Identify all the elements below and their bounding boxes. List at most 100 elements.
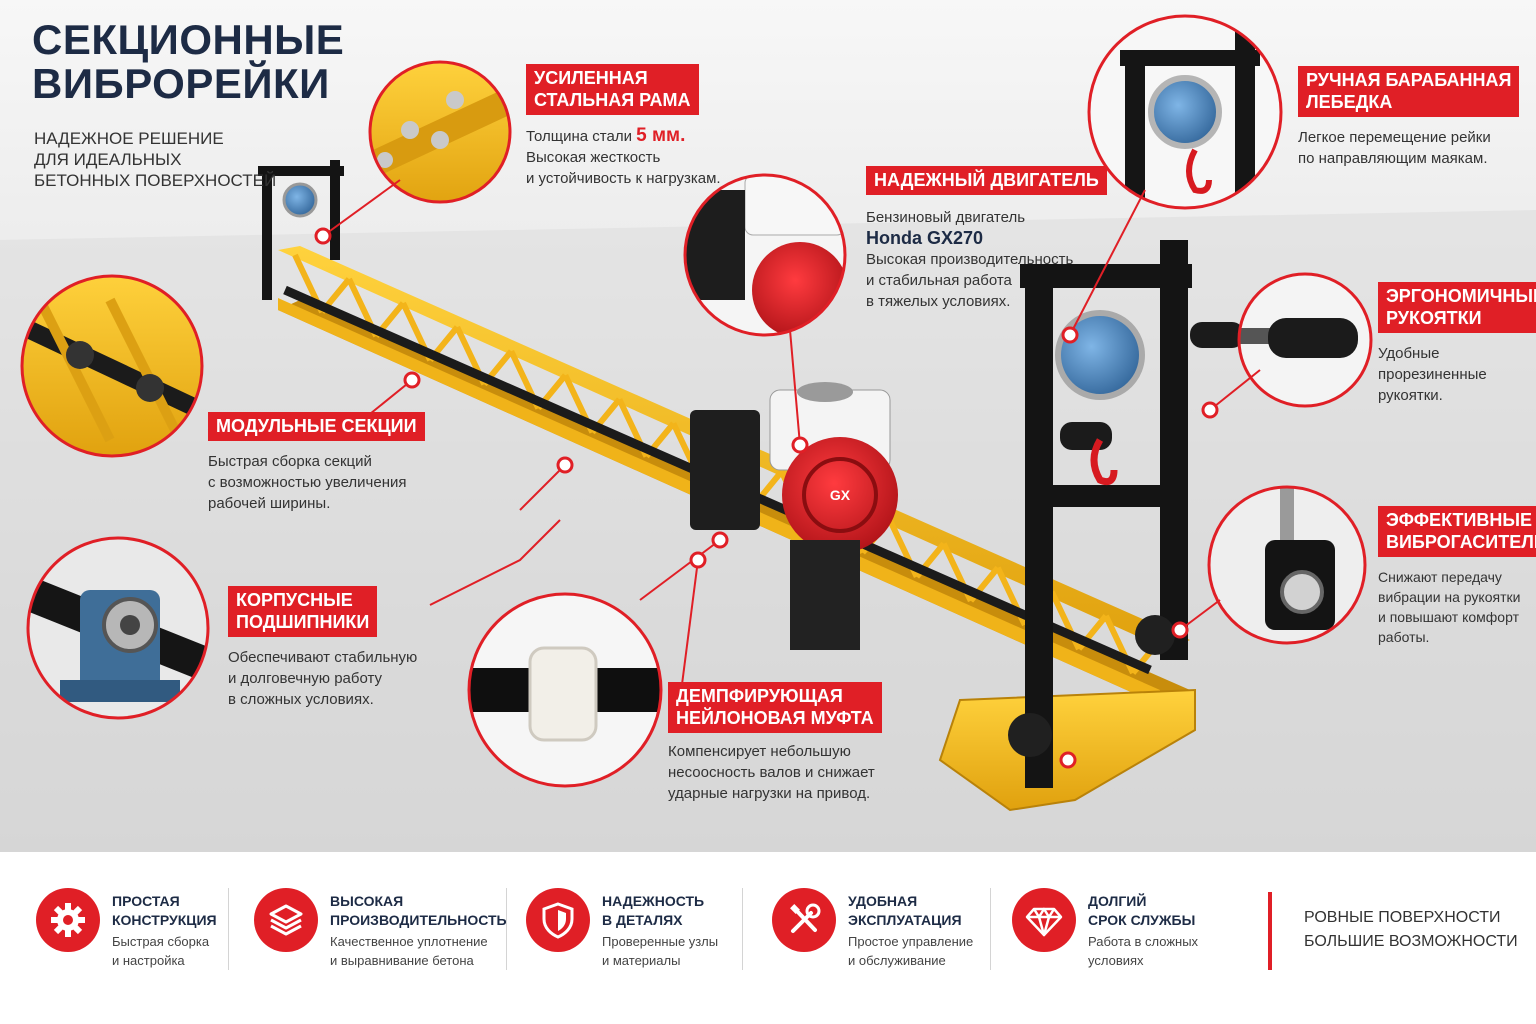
feature-title-line: ДОЛГИЙ bbox=[1088, 893, 1147, 909]
tag-line: ЭФФЕКТИВНЫЕ bbox=[1386, 510, 1533, 530]
desc-line: в сложных условиях. bbox=[228, 691, 374, 708]
detail-winch bbox=[1087, 14, 1283, 210]
desc-text: Толщина стали bbox=[526, 128, 632, 145]
callout-dampers-desc: Снижают передачу вибрации на рукоятки и … bbox=[1378, 567, 1536, 647]
tag-line: РУКОЯТКИ bbox=[1386, 308, 1482, 328]
feature-text-line: Простое управление bbox=[848, 934, 974, 949]
desc-line: рукоятки. bbox=[1378, 387, 1443, 404]
desc-line: работы. bbox=[1378, 629, 1430, 645]
feature-text: Работа в сложных условиях bbox=[1088, 932, 1198, 970]
slogan-line: БОЛЬШИЕ ВОЗМОЖНОСТИ bbox=[1304, 933, 1518, 950]
tag-line: ПОДШИПНИКИ bbox=[236, 612, 370, 632]
tag-line: ВИБРОГАСИТЕЛИ bbox=[1386, 532, 1536, 552]
callout-engine: НАДЕЖНЫЙ ДВИГАТЕЛЬ Бензиновый двигатель … bbox=[866, 166, 1107, 312]
tools-icon bbox=[772, 888, 836, 952]
feature-text: Проверенные узлы и материалы bbox=[602, 932, 718, 970]
gear-icon bbox=[36, 888, 100, 952]
callout-winch-title: РУЧНАЯ БАРАБАННАЯ ЛЕБЕДКА bbox=[1298, 66, 1520, 117]
callout-winch-desc: Легкое перемещение рейки по направляющим… bbox=[1298, 127, 1519, 169]
slogan-accent-bar bbox=[1268, 892, 1272, 970]
title-line-1: СЕКЦИОННЫЕ bbox=[32, 16, 345, 63]
feature-title: ВЫСОКАЯ ПРОИЗВОДИТЕЛЬНОСТЬ bbox=[330, 892, 507, 930]
detail-handles bbox=[1237, 272, 1373, 408]
callout-dampers-title: ЭФФЕКТИВНЫЕ ВИБРОГАСИТЕЛИ bbox=[1378, 506, 1536, 557]
desc-line: вибрации на рукоятки bbox=[1378, 589, 1521, 605]
engine-model: Honda GX270 bbox=[866, 228, 984, 248]
diamond-icon bbox=[1012, 888, 1076, 952]
tag-line: НЕЙЛОНОВАЯ МУФТА bbox=[676, 708, 874, 728]
desc-line: Удобные bbox=[1378, 345, 1440, 362]
feature-title-line: УДОБНАЯ bbox=[848, 893, 918, 909]
feature-text-line: Работа в сложных bbox=[1088, 934, 1199, 949]
desc-line: Бензиновый двигатель bbox=[866, 209, 1026, 226]
desc-line: рабочей ширины. bbox=[208, 495, 331, 512]
feature-text: Простое управление и обслуживание bbox=[848, 932, 973, 970]
callout-handles-desc: Удобные прорезиненные рукоятки. bbox=[1378, 343, 1536, 406]
product-stage: GX bbox=[0, 0, 1536, 852]
callout-bearings-desc: Обеспечивают стабильную и долговечную ра… bbox=[228, 647, 417, 710]
callout-modules: МОДУЛЬНЫЕ СЕКЦИИ Быстрая сборка секций с… bbox=[208, 412, 425, 514]
tag-line: СТАЛЬНАЯ РАМА bbox=[534, 90, 691, 110]
feature-text-line: и выравнивание бетона bbox=[330, 953, 474, 968]
callout-coupling-title: ДЕМПФИРУЮЩАЯ НЕЙЛОНОВАЯ МУФТА bbox=[668, 682, 882, 733]
desc-line: в тяжелых условиях. bbox=[866, 293, 1011, 310]
detail-frame bbox=[368, 60, 512, 204]
tag-line: ЛЕБЕДКА bbox=[1306, 92, 1393, 112]
desc-line: Снижают передачу bbox=[1378, 569, 1502, 585]
feature-title-line: ПРОИЗВОДИТЕЛЬНОСТЬ bbox=[330, 912, 507, 928]
screed-illustration: GX bbox=[0, 14, 1536, 852]
feature-text-line: условиях bbox=[1088, 953, 1144, 968]
desc-line: и устойчивость к нагрузкам. bbox=[526, 170, 721, 187]
desc-line: прорезиненные bbox=[1378, 366, 1487, 383]
feature-text: Качественное уплотнение и выравнивание б… bbox=[330, 932, 488, 970]
engine-badge: GX bbox=[830, 487, 851, 503]
detail-coupling bbox=[467, 592, 663, 788]
title-line-2: ВИБРОРЕЙКИ bbox=[32, 60, 330, 107]
desc-line: Быстрая сборка секций bbox=[208, 453, 372, 470]
callout-handles-title: ЭРГОНОМИЧНЫЕ РУКОЯТКИ bbox=[1378, 282, 1536, 333]
feature-title-line: ВЫСОКАЯ bbox=[330, 893, 404, 909]
callout-handles: ЭРГОНОМИЧНЫЕ РУКОЯТКИ Удобные прорезинен… bbox=[1378, 282, 1536, 406]
divider bbox=[742, 888, 743, 970]
detail-dampers bbox=[1207, 485, 1367, 645]
feature-text: Быстрая сборка и настройка bbox=[112, 932, 209, 970]
callout-bearings: КОРПУСНЫЕ ПОДШИПНИКИ Обеспечивают стабил… bbox=[228, 586, 417, 710]
callout-coupling-desc: Компенсирует небольшую несоосность валов… bbox=[668, 741, 882, 804]
callout-bearings-title: КОРПУСНЫЕ ПОДШИПНИКИ bbox=[228, 586, 378, 637]
callout-modules-desc: Быстрая сборка секций с возможностью уве… bbox=[208, 451, 425, 514]
callout-frame: УСИЛЕННАЯ СТАЛЬНАЯ РАМА Толщина стали 5 … bbox=[526, 64, 721, 189]
callout-engine-title: НАДЕЖНЫЙ ДВИГАТЕЛЬ bbox=[866, 166, 1107, 195]
feature-title-line: СРОК СЛУЖБЫ bbox=[1088, 912, 1196, 928]
feature-title-line: НАДЕЖНОСТЬ bbox=[602, 893, 705, 909]
divider bbox=[506, 888, 507, 970]
desc-line: с возможностью увеличения bbox=[208, 474, 407, 491]
page-title: СЕКЦИОННЫЕ ВИБРОРЕЙКИ bbox=[32, 18, 344, 106]
slogan: РОВНЫЕ ПОВЕРХНОСТИ БОЛЬШИЕ ВОЗМОЖНОСТИ bbox=[1304, 906, 1518, 954]
desc-line: и долговечную работу bbox=[228, 670, 383, 687]
desc-line: и стабильная работа bbox=[866, 272, 1012, 289]
feature-title: УДОБНАЯ ЭКСПЛУАТАЦИЯ bbox=[848, 892, 962, 930]
callout-dampers: ЭФФЕКТИВНЫЕ ВИБРОГАСИТЕЛИ Снижают переда… bbox=[1378, 506, 1536, 647]
desc-line: по направляющим маякам. bbox=[1298, 150, 1488, 167]
feature-title: НАДЕЖНОСТЬ В ДЕТАЛЯХ bbox=[602, 892, 704, 930]
callout-modules-title: МОДУЛЬНЫЕ СЕКЦИИ bbox=[208, 412, 425, 441]
desc-line: ударные нагрузки на привод. bbox=[668, 785, 871, 802]
feature-title-line: ПРОСТАЯ bbox=[112, 893, 180, 909]
feature-title-line: ЭКСПЛУАТАЦИЯ bbox=[848, 912, 962, 928]
feature-footer: ПРОСТАЯ КОНСТРУКЦИЯ Быстрая сборка и нас… bbox=[0, 852, 1536, 1024]
feature-title-line: КОНСТРУКЦИЯ bbox=[112, 912, 217, 928]
desc-line: Компенсирует небольшую bbox=[668, 743, 851, 760]
desc-line: Толщина стали 5 мм. bbox=[526, 125, 721, 147]
desc-line: Легкое перемещение рейки bbox=[1298, 129, 1491, 146]
desc-line: Обеспечивают стабильную bbox=[228, 649, 418, 666]
subtitle-line: БЕТОННЫХ ПОВЕРХНОСТЕЙ bbox=[34, 171, 277, 190]
feature-text-line: Качественное уплотнение bbox=[330, 934, 488, 949]
feature-text-line: Проверенные узлы bbox=[602, 934, 719, 949]
slogan-line: РОВНЫЕ ПОВЕРХНОСТИ bbox=[1304, 909, 1501, 926]
feature-title-line: В ДЕТАЛЯХ bbox=[602, 912, 683, 928]
callout-winch: РУЧНАЯ БАРАБАННАЯ ЛЕБЕДКА Легкое перемещ… bbox=[1298, 66, 1520, 169]
callout-coupling: ДЕМПФИРУЮЩАЯ НЕЙЛОНОВАЯ МУФТА Компенсиру… bbox=[668, 682, 882, 804]
subtitle-line: НАДЕЖНОЕ РЕШЕНИЕ bbox=[34, 129, 224, 148]
shield-icon bbox=[526, 888, 590, 952]
tag-line: РУЧНАЯ БАРАБАННАЯ bbox=[1306, 70, 1512, 90]
